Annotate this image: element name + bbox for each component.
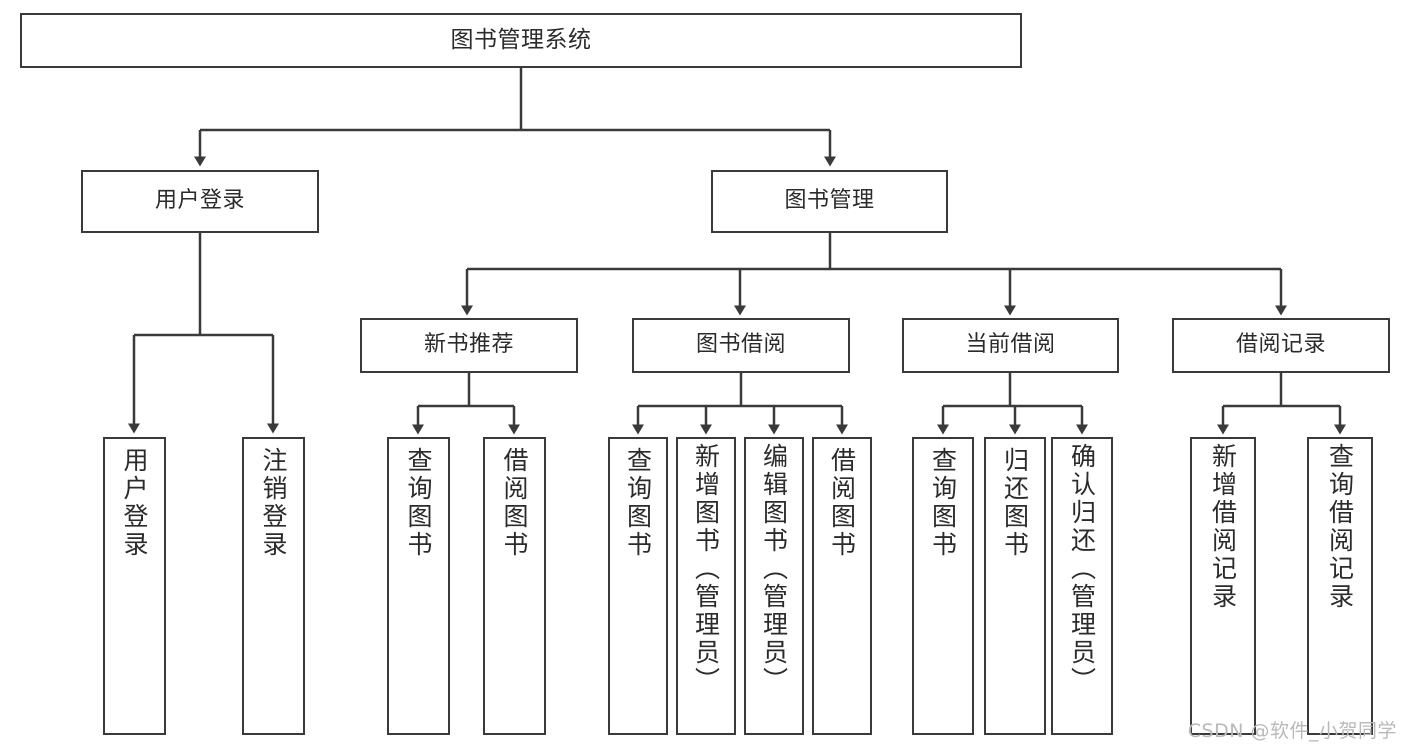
node-label: 归还图书 [1000, 447, 1030, 559]
node-label: 借阅图书 [827, 447, 857, 559]
node-leaf-return-book[interactable]: 归还图书 [984, 437, 1046, 735]
node-borrow-record[interactable]: 借阅记录 [1172, 318, 1390, 373]
node-leaf-confirm-return[interactable]: 确认归还（管理员） [1051, 437, 1113, 735]
watermark: CSDN @软件_小贺同学 [1187, 720, 1397, 742]
node-leaf-user-login[interactable]: 用户登录 [103, 437, 166, 735]
node-leaf-query-book-1[interactable]: 查询图书 [387, 437, 450, 735]
node-root[interactable]: 图书管理系统 [20, 13, 1022, 68]
node-label: 查询图书 [623, 447, 653, 559]
node-leaf-logout[interactable]: 注销登录 [242, 437, 305, 735]
node-label: 新书推荐 [423, 332, 514, 358]
node-leaf-borrow-book-2[interactable]: 借阅图书 [812, 437, 872, 735]
node-label: 用户登录 [120, 447, 149, 559]
node-leaf-borrow-book-1[interactable]: 借阅图书 [483, 437, 546, 735]
node-label: 当前借阅 [965, 332, 1056, 358]
node-label: 图书管理系统 [450, 26, 592, 53]
node-leaf-query-book-2[interactable]: 查询图书 [608, 437, 668, 735]
node-label: 注销登录 [259, 447, 288, 559]
node-leaf-edit-book[interactable]: 编辑图书（管理员） [744, 437, 804, 735]
node-label: 图书管理 [784, 188, 875, 214]
node-leaf-add-book[interactable]: 新增图书（管理员） [676, 437, 736, 735]
node-label: 确认归还（管理员） [1067, 443, 1097, 695]
node-label: 借阅图书 [500, 447, 529, 559]
node-label: 借阅记录 [1235, 332, 1326, 358]
node-current-borrow[interactable]: 当前借阅 [902, 318, 1119, 373]
node-book-manage[interactable]: 图书管理 [711, 170, 948, 233]
node-label: 用户登录 [154, 188, 245, 214]
node-label: 图书借阅 [695, 332, 786, 358]
node-leaf-query-record[interactable]: 查询借阅记录 [1307, 437, 1373, 735]
node-label: 查询图书 [928, 447, 958, 559]
node-label: 新增图书（管理员） [691, 443, 721, 695]
node-leaf-query-book-3[interactable]: 查询图书 [912, 437, 974, 735]
node-leaf-add-record[interactable]: 新增借阅记录 [1190, 437, 1256, 735]
node-label: 新增借阅记录 [1208, 443, 1238, 611]
node-label: 查询借阅记录 [1325, 443, 1355, 611]
node-label: 查询图书 [404, 447, 433, 559]
node-book-borrow[interactable]: 图书借阅 [632, 318, 850, 373]
node-new-book-recommend[interactable]: 新书推荐 [360, 318, 578, 373]
node-label: 编辑图书（管理员） [759, 443, 789, 695]
node-user-login[interactable]: 用户登录 [81, 170, 319, 233]
